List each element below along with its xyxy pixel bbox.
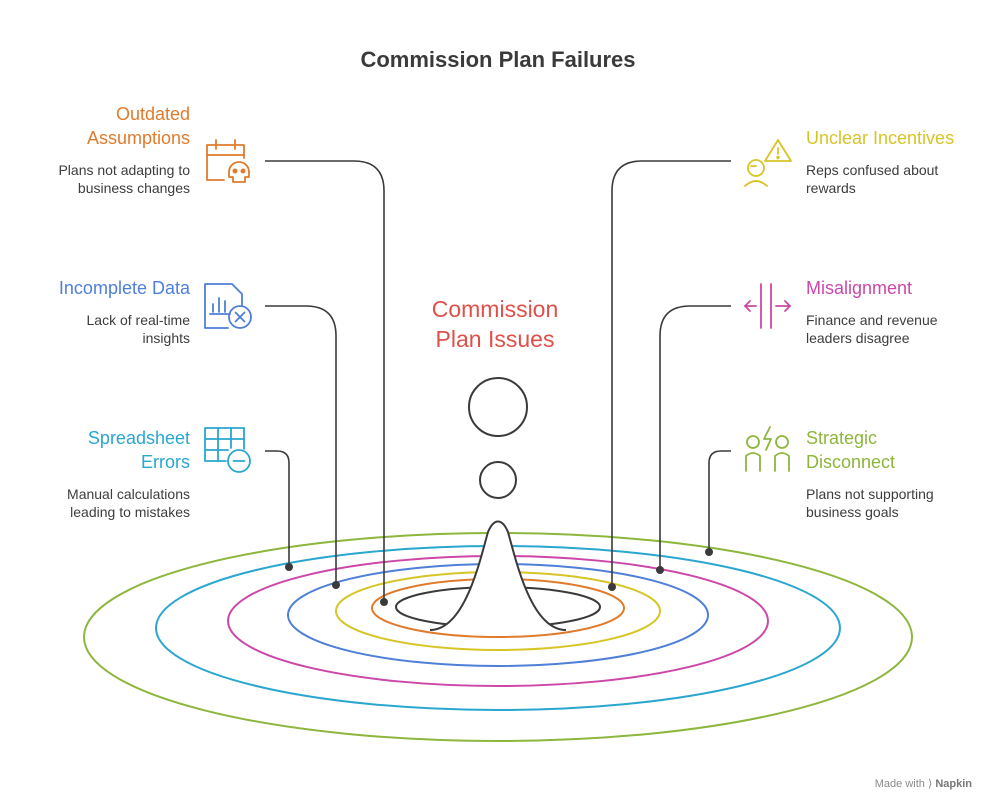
misalignment-title: Misalignment xyxy=(806,276,912,300)
page-title: Commission Plan Failures xyxy=(360,47,636,72)
center-label: Commission Plan Issues xyxy=(395,294,595,354)
connector-dot-incomplete xyxy=(332,581,340,589)
outdated-assumptions-title: Outdated Assumptions xyxy=(87,102,190,150)
made-with-footer: Made with ⟩ Napkin xyxy=(875,777,972,790)
strategic-disconnect-title-line2: Disconnect xyxy=(806,452,896,472)
strategic-disconnect-title: Strategic Disconnect xyxy=(806,426,895,474)
unclear-incentives-desc-line2: rewards xyxy=(806,180,856,196)
spreadsheet-errors-title-line1: Spreadsheet xyxy=(87,428,190,448)
connector-dot-misalignment xyxy=(656,566,664,574)
people-lightning-icon xyxy=(745,426,790,472)
connector-incomplete xyxy=(265,305,337,585)
incomplete-data-title-line1: Incomplete Data xyxy=(58,278,190,298)
connector-spreadsheet xyxy=(265,450,290,567)
spreadsheet-errors-title-line2: Errors xyxy=(141,452,190,472)
footer-brand: Napkin xyxy=(935,778,972,790)
unclear-incentives-desc: Reps confused about rewards xyxy=(806,161,938,197)
incomplete-data-desc: Lack of real-time insights xyxy=(87,311,190,347)
connector-dot-spreadsheet xyxy=(285,563,293,571)
connector-strategic xyxy=(708,450,731,552)
incomplete-data-desc-line1: Lack of real-time xyxy=(86,312,190,328)
footer-prefix: Made with xyxy=(874,778,925,790)
connector-misalignment xyxy=(659,305,731,570)
misalignment-desc: Finance and revenue leaders disagree xyxy=(806,311,938,347)
unclear-incentives-title: Unclear Incentives xyxy=(806,126,954,150)
small-droplet xyxy=(479,461,517,499)
napkin-logo-icon: ⟩ xyxy=(927,778,933,790)
misalignment-title-line1: Misalignment xyxy=(806,278,913,298)
incomplete-data-title: Incomplete Data xyxy=(59,276,190,300)
arrows-apart-icon xyxy=(744,283,791,329)
center-label-line2: Plan Issues xyxy=(435,326,555,352)
unclear-incentives-desc-line1: Reps confused about xyxy=(806,162,939,178)
person-warning-icon xyxy=(744,139,792,187)
misalignment-desc-line1: Finance and revenue xyxy=(806,312,938,328)
strategic-disconnect-desc-line1: Plans not supporting xyxy=(806,486,934,502)
spreadsheet-errors-desc-line1: Manual calculations xyxy=(67,486,190,502)
strategic-disconnect-desc: Plans not supporting business goals xyxy=(806,485,934,521)
document-chart-x-icon xyxy=(204,283,252,329)
connector-outdated xyxy=(265,160,385,602)
large-droplet xyxy=(468,377,528,437)
connector-dot-outdated xyxy=(380,598,388,606)
misalignment-desc-line2: leaders disagree xyxy=(806,330,910,346)
outdated-assumptions-desc: Plans not adapting to business changes xyxy=(58,161,190,197)
connector-dot-strategic xyxy=(705,548,713,556)
strategic-disconnect-title-line1: Strategic xyxy=(806,428,878,448)
connector-unclear xyxy=(611,160,731,587)
outdated-assumptions-title-line1: Outdated xyxy=(115,104,190,124)
spreadsheet-errors-desc: Manual calculations leading to mistakes xyxy=(67,485,190,521)
splash-peak xyxy=(429,520,567,631)
spreadsheet-errors-desc-line2: leading to mistakes xyxy=(70,504,190,520)
outdated-assumptions-title-line2: Assumptions xyxy=(86,128,190,148)
strategic-disconnect-desc-line2: business goals xyxy=(806,504,899,520)
center-label-line1: Commission xyxy=(431,296,559,322)
spreadsheet-minus-icon xyxy=(204,427,251,473)
spreadsheet-errors-title: Spreadsheet Errors xyxy=(88,426,190,474)
unclear-incentives-title-line1: Unclear Incentives xyxy=(806,128,955,148)
outdated-assumptions-desc-line1: Plans not adapting to xyxy=(58,162,190,178)
connector-dot-unclear xyxy=(608,583,616,591)
outdated-assumptions-desc-line2: business changes xyxy=(77,180,190,196)
calendar-skull-icon xyxy=(206,139,250,183)
incomplete-data-desc-line2: insights xyxy=(142,330,190,346)
